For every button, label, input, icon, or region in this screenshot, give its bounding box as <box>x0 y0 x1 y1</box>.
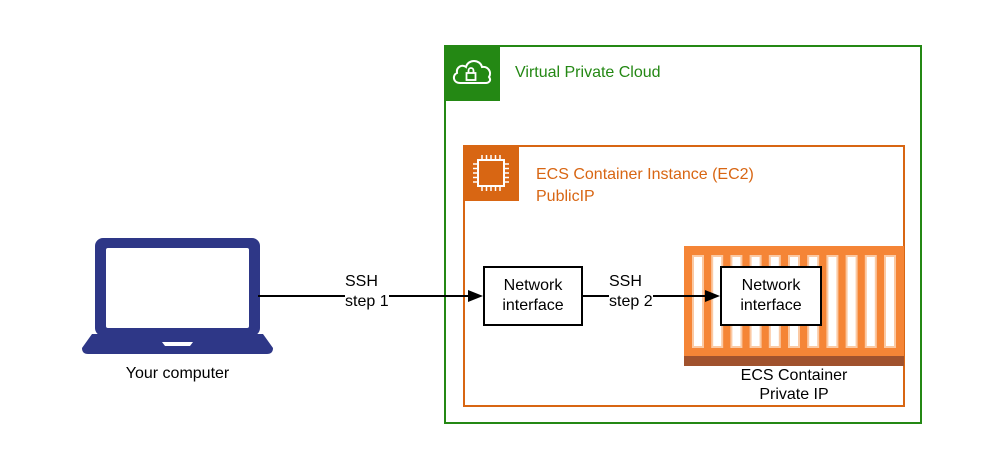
container-label-line2: Private IP <box>759 386 829 403</box>
container-stripe <box>828 257 837 346</box>
nic1-line2: interface <box>502 297 564 314</box>
ec2-label-line1: ECS Container Instance (EC2) <box>536 166 754 183</box>
vpc-badge <box>444 45 500 101</box>
container-base <box>684 356 904 366</box>
edge-label-step-1: SSH step 1 <box>345 272 389 312</box>
ecs-container-label: ECS Container Private IP <box>684 366 904 404</box>
edge-label-2-line1: SSH <box>609 273 642 290</box>
nic2-line1: Network <box>741 277 801 294</box>
network-interface-ec2[interactable]: Network interface <box>483 266 583 326</box>
edge-label-2-line2: step 2 <box>609 293 653 310</box>
network-interface-container[interactable]: Network interface <box>720 266 822 326</box>
edge-label-1-line2: step 1 <box>345 293 389 310</box>
arrowhead-2 <box>705 290 720 302</box>
edge-label-step-2: SSH step 2 <box>609 272 653 312</box>
ec2-instance-label: ECS Container Instance (EC2) PublicIP <box>536 164 754 208</box>
container-stripe <box>866 257 875 346</box>
nic1-line1: Network <box>503 277 563 294</box>
ec2-instance-group <box>463 145 905 407</box>
computer-label: Your computer <box>125 365 230 382</box>
vpc-label: Virtual Private Cloud <box>515 64 661 81</box>
container-stripe <box>713 257 722 346</box>
edge-label-1-line1: SSH <box>345 273 378 290</box>
container-label-line1: ECS Container <box>740 367 848 384</box>
vpc-group <box>444 45 922 424</box>
arrowhead-1 <box>468 290 483 302</box>
cloud-lock-icon <box>452 60 492 84</box>
container-stripe <box>886 257 894 346</box>
laptop-icon <box>82 238 273 354</box>
ec2-badge <box>463 145 519 201</box>
container-stripe <box>694 257 702 346</box>
container-stripe <box>847 257 856 346</box>
chip-icon <box>473 155 509 191</box>
nic2-line2: interface <box>740 297 802 314</box>
ec2-label-line2: PublicIP <box>536 188 595 205</box>
